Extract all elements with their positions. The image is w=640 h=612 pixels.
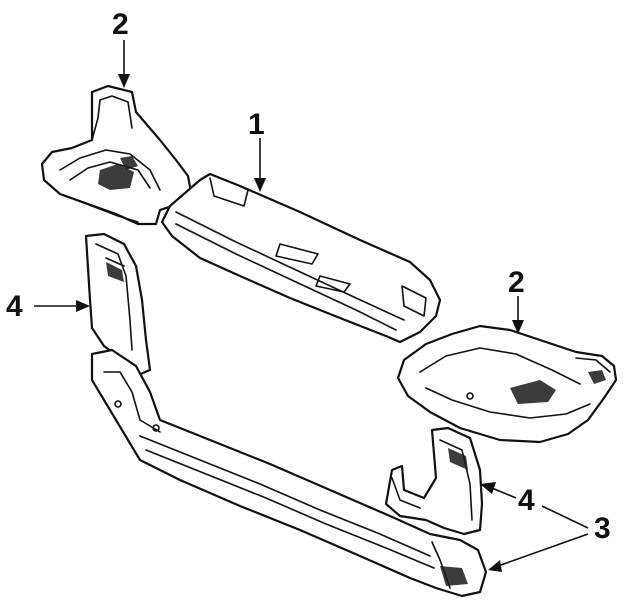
leader-lines [34,40,589,572]
part-upper-tie-bar [160,172,442,344]
callout-top-left-bracket: 2 [112,8,129,41]
callout-right-support: 4 [518,484,535,517]
callout-lower-support: 3 [594,512,611,545]
callout-upper-tie-bar: 1 [248,108,265,141]
callout-left-support: 4 [6,290,23,323]
part-bracket-upper-left [40,84,194,226]
part-lower-support [90,348,488,598]
part-left-support [84,232,152,378]
part-bracket-right [396,324,618,444]
part-right-support [384,426,484,536]
callout-labels: 2 1 2 4 4 3 [6,8,611,545]
callout-right-bracket: 2 [508,266,525,299]
